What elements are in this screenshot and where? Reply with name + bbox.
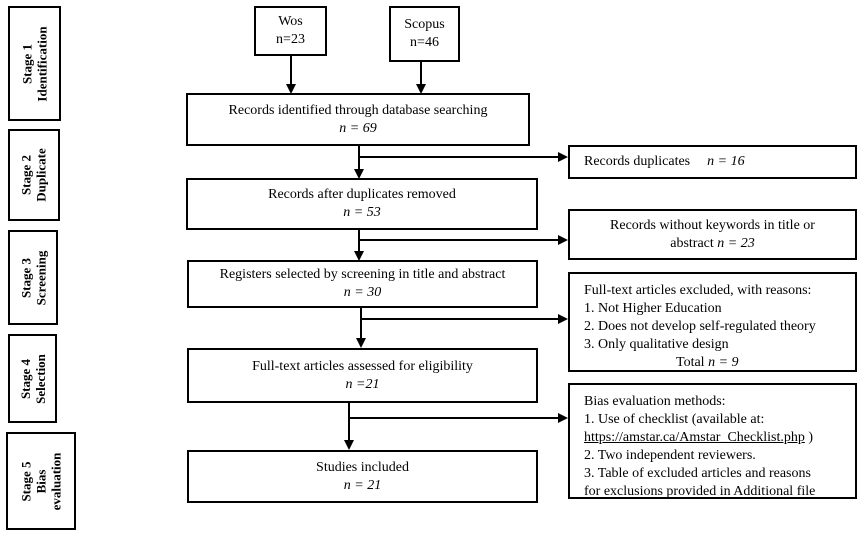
stage-4-title: Stage 4 <box>17 358 33 399</box>
stage-2-title: Stage 2 <box>19 154 35 196</box>
identified-box: Records identified through database sear… <box>186 93 530 146</box>
excluded-total-count: n = 9 <box>708 355 739 370</box>
stage-1-title: Stage 1 <box>19 43 35 84</box>
no-keywords-text-2: abstract <box>670 235 714 251</box>
excluded-box: Full-text articles excluded, with reason… <box>568 272 857 372</box>
included-text: Studies included <box>316 459 409 475</box>
source-scopus-name: Scopus <box>404 17 445 32</box>
excluded-total-label: Total <box>676 355 705 370</box>
after-duplicates-count: n = 53 <box>343 205 381 220</box>
bias-item-1: 1. Use of checklist (available at: <box>584 412 765 427</box>
source-scopus-box: Scopus n=46 <box>389 6 460 62</box>
after-duplicates-box: Records after duplicates removed n = 53 <box>186 178 538 230</box>
stage-4-name: Selection <box>32 353 48 404</box>
bias-item-3-cont: for exclusions provided in Additional fi… <box>584 484 816 499</box>
identified-count: n = 69 <box>339 120 377 136</box>
source-scopus-count: n=46 <box>410 35 439 50</box>
no-keywords-text: Records without keywords in title or <box>610 217 815 233</box>
excluded-reason-2: 2. Does not develop self-regulated theor… <box>584 319 816 334</box>
identified-text: Records identified through database sear… <box>228 102 488 118</box>
eligibility-box: Full-text articles assessed for eligibil… <box>187 348 538 403</box>
stage-5-name: Bias <box>33 469 49 493</box>
excluded-reason-3: 3. Only qualitative design <box>584 337 729 352</box>
source-wos-name: Wos <box>278 14 303 29</box>
no-keywords-count: n = 23 <box>717 235 755 251</box>
bias-item-2: 2. Two independent reviewers. <box>584 448 756 463</box>
stage-5-title: Stage 5 <box>18 460 34 502</box>
duplicates-text: Records duplicates <box>584 154 691 169</box>
screened-text: Registers selected by screening in title… <box>219 267 506 282</box>
bias-item-3: 3. Table of excluded articles and reason… <box>584 466 811 481</box>
source-wos-count: n=23 <box>276 32 305 47</box>
screened-count: n = 30 <box>343 285 382 300</box>
bias-title: Bias evaluation methods: <box>584 394 726 409</box>
source-wos-box: Wos n=23 <box>254 6 327 56</box>
checklist-link[interactable]: https://amstar.ca/Amstar_Checklist.php <box>584 430 805 445</box>
included-count: n = 21 <box>343 477 382 493</box>
eligibility-text: Full-text articles assessed for eligibil… <box>252 358 473 374</box>
duplicates-box: Records duplicates n = 16 <box>568 145 857 179</box>
excluded-reason-1: 1. Not Higher Education <box>584 301 722 316</box>
excluded-title: Full-text articles excluded, with reason… <box>584 283 812 298</box>
after-duplicates-text: Records after duplicates removed <box>268 187 456 202</box>
checklist-link-close: ) <box>808 430 814 445</box>
stage-2-name: Duplicate <box>34 148 50 202</box>
duplicates-count: n = 16 <box>707 154 745 169</box>
included-box: Studies included n = 21 <box>187 450 538 503</box>
stage-5-name-2: evaluation <box>48 452 64 510</box>
stage-1-name: Identification <box>34 25 50 102</box>
stage-3-name: Screening <box>33 250 48 305</box>
screened-box: Registers selected by screening in title… <box>187 260 538 308</box>
no-keywords-box: Records without keywords in title or abs… <box>568 209 857 260</box>
eligibility-count: n =21 <box>345 376 380 392</box>
stage-3-title: Stage 3 <box>18 257 33 298</box>
bias-box: Bias evaluation methods: 1. Use of check… <box>568 383 857 499</box>
